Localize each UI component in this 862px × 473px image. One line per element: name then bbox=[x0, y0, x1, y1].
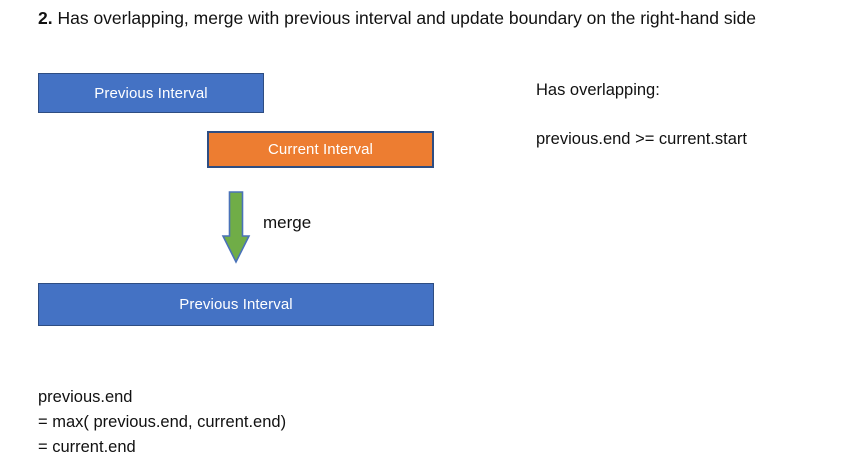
arrow-shape bbox=[221, 191, 251, 264]
has-overlapping-heading: Has overlapping: bbox=[536, 81, 660, 99]
previous-interval-box-merged-label: Previous Interval bbox=[179, 296, 293, 313]
current-interval-box-label: Current Interval bbox=[268, 141, 373, 158]
page-title: 2. Has overlapping, merge with previous … bbox=[38, 6, 838, 30]
previous-interval-box-top-label: Previous Interval bbox=[94, 84, 208, 102]
current-interval-box[interactable]: Current Interval bbox=[207, 131, 434, 168]
step-number: 2. bbox=[38, 8, 53, 28]
formula-line-2: = max( previous.end, current.end) bbox=[38, 413, 287, 431]
merge-arrow-label: merge bbox=[263, 213, 312, 232]
previous-interval-box-merged[interactable]: Previous Interval bbox=[38, 283, 434, 326]
previous-interval-box-top[interactable]: Previous Interval bbox=[38, 73, 264, 113]
formula-line-1: previous.end bbox=[38, 388, 133, 406]
overlap-condition-text: previous.end >= current.start bbox=[536, 130, 747, 148]
merge-down-arrow-icon bbox=[221, 191, 251, 264]
formula-block: previous.end = max( previous.end, curren… bbox=[38, 385, 286, 460]
page-title-text: Has overlapping, merge with previous int… bbox=[52, 8, 756, 28]
formula-line-3: = current.end bbox=[38, 438, 136, 456]
